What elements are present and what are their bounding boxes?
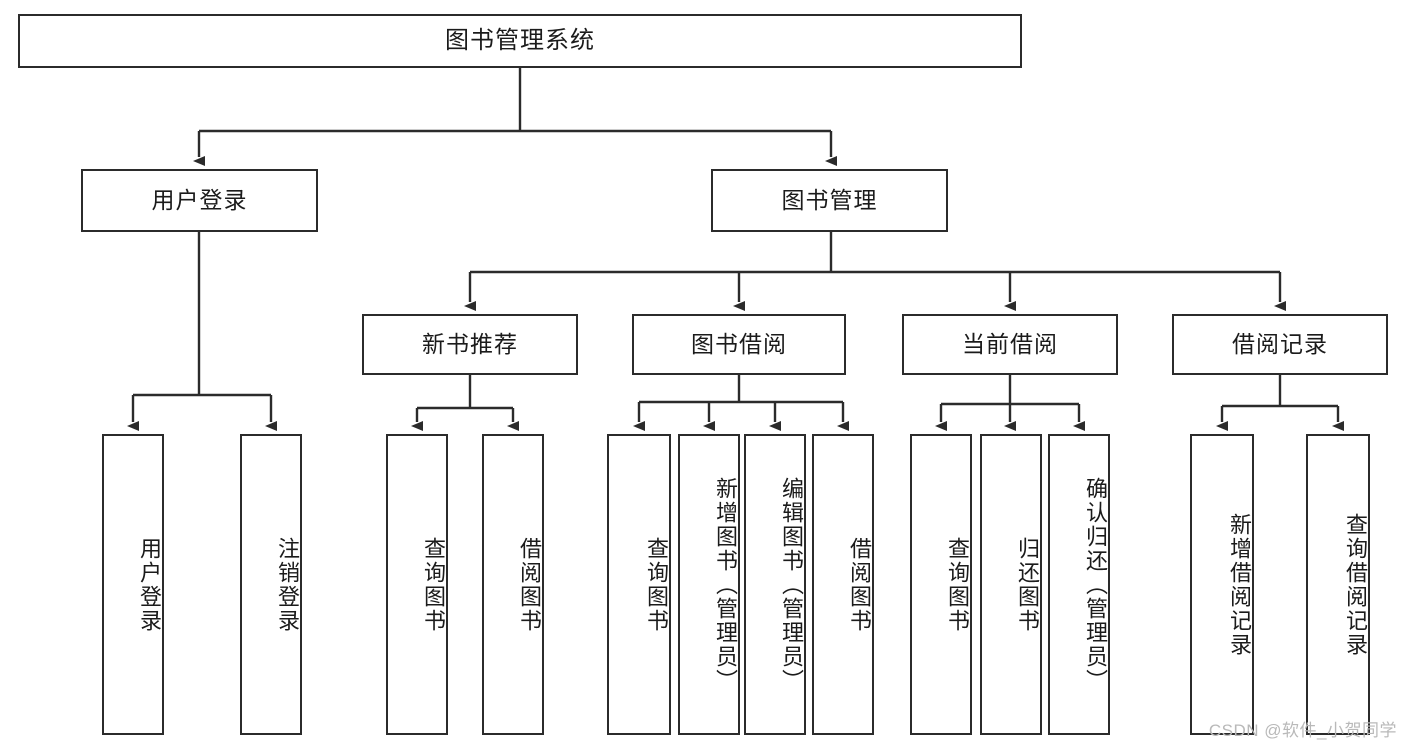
node-label: 查询图书 bbox=[421, 536, 446, 633]
node-label: 新增图书（管理员） bbox=[713, 476, 738, 693]
node-root-system[interactable]: 图书管理系统 bbox=[18, 14, 1022, 68]
node-leaf-borrow-book-1[interactable]: 借阅图书 bbox=[482, 434, 544, 735]
node-current-borrow[interactable]: 当前借阅 bbox=[902, 314, 1118, 375]
node-leaf-query-book-3[interactable]: 查询图书 bbox=[910, 434, 972, 735]
node-new-book-recommend[interactable]: 新书推荐 bbox=[362, 314, 578, 375]
node-label: 借阅图书 bbox=[847, 536, 872, 633]
node-borrow-record[interactable]: 借阅记录 bbox=[1172, 314, 1388, 375]
node-label: 查询图书 bbox=[644, 536, 669, 633]
node-label: 归还图书 bbox=[1015, 536, 1040, 633]
node-leaf-add-book[interactable]: 新增图书（管理员） bbox=[678, 434, 740, 735]
node-leaf-query-record[interactable]: 查询借阅记录 bbox=[1306, 434, 1370, 735]
node-book-borrow[interactable]: 图书借阅 bbox=[632, 314, 846, 375]
node-leaf-confirm-return[interactable]: 确认归还（管理员） bbox=[1048, 434, 1110, 735]
node-label: 新增借阅记录 bbox=[1227, 512, 1252, 657]
node-leaf-user-login[interactable]: 用户登录 bbox=[102, 434, 164, 735]
node-label: 查询图书 bbox=[945, 536, 970, 633]
node-label: 编辑图书（管理员） bbox=[779, 476, 804, 693]
node-leaf-query-book-1[interactable]: 查询图书 bbox=[386, 434, 448, 735]
node-label: 用户登录 bbox=[151, 187, 248, 213]
node-leaf-add-record[interactable]: 新增借阅记录 bbox=[1190, 434, 1254, 735]
node-label: 新书推荐 bbox=[422, 331, 518, 357]
node-book-management[interactable]: 图书管理 bbox=[711, 169, 948, 232]
node-label: 注销登录 bbox=[275, 536, 300, 633]
node-label: 用户登录 bbox=[137, 536, 162, 633]
node-leaf-edit-book[interactable]: 编辑图书（管理员） bbox=[744, 434, 806, 735]
node-leaf-query-book-2[interactable]: 查询图书 bbox=[607, 434, 671, 735]
node-label: 当前借阅 bbox=[962, 331, 1058, 357]
node-label: 借阅记录 bbox=[1232, 331, 1328, 357]
node-label: 图书借阅 bbox=[691, 331, 787, 357]
node-label: 查询借阅记录 bbox=[1343, 512, 1368, 657]
watermark-text: CSDN @软件_小贺同学 bbox=[1208, 721, 1397, 740]
node-leaf-user-logout[interactable]: 注销登录 bbox=[240, 434, 302, 735]
node-leaf-return-book[interactable]: 归还图书 bbox=[980, 434, 1042, 735]
node-user-login[interactable]: 用户登录 bbox=[81, 169, 318, 232]
node-label: 确认归还（管理员） bbox=[1083, 476, 1108, 693]
node-leaf-borrow-book-2[interactable]: 借阅图书 bbox=[812, 434, 874, 735]
node-label: 图书管理系统 bbox=[445, 27, 595, 54]
node-label: 图书管理 bbox=[781, 187, 878, 213]
node-label: 借阅图书 bbox=[517, 536, 542, 633]
